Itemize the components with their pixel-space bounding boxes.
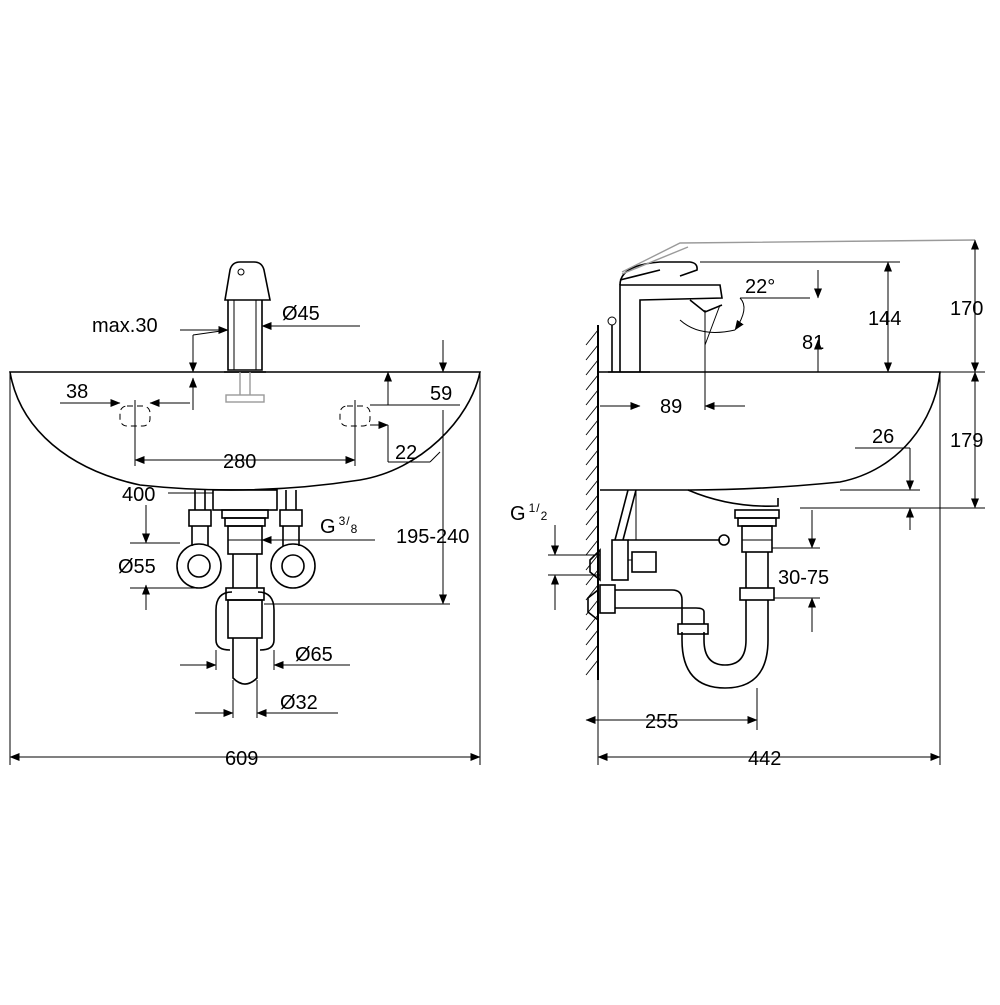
label-rim-to-drain: 26 — [872, 426, 894, 448]
label-spout-projection: 89 — [660, 396, 682, 418]
label-spout-diameter: Ø45 — [282, 303, 320, 325]
label-basin-projection: 442 — [748, 748, 781, 770]
drain-assembly — [188, 489, 303, 685]
faucet-side — [607, 261, 723, 373]
rosette-left — [176, 543, 222, 589]
label-basin-height: 179 — [950, 430, 983, 452]
label-max-outlet: max.30 — [92, 315, 158, 337]
label-spout-angle: 22° — [745, 276, 775, 298]
basin-side-outline — [598, 371, 941, 491]
label-hole-size: 22 — [395, 442, 417, 464]
label-spout-height: 81 — [802, 332, 824, 354]
faucet-front — [224, 261, 271, 373]
side-view: 22° 81 144 170 179 89 26 G1/ — [510, 239, 985, 770]
label-hole-spacing: 280 — [223, 451, 256, 473]
angle-valve — [589, 489, 730, 582]
label-trap-projection: 255 — [645, 711, 678, 733]
drain-side — [587, 509, 780, 689]
label-tap-height: 144 — [868, 308, 901, 330]
label-trap-diameter: Ø65 — [295, 644, 333, 666]
label-total-height: 170 — [950, 298, 983, 320]
label-basin-depth-rim: 59 — [430, 383, 452, 405]
front-view: max.30 Ø45 38 280 59 22 195-240 400 — [9, 261, 481, 770]
label-pipe-diameter: Ø32 — [280, 692, 318, 714]
label-hole-offset: 38 — [66, 381, 88, 403]
wall — [585, 325, 599, 680]
mounting-assembly — [225, 372, 265, 403]
label-rosette-diameter: Ø55 — [118, 556, 156, 578]
rosette-right — [270, 543, 316, 589]
label-trap-adjust: 30-75 — [778, 567, 829, 589]
label-basin-width: 609 — [225, 748, 258, 770]
label-hose-length: 400 — [122, 484, 155, 506]
label-drain-height: 195-240 — [396, 526, 469, 548]
